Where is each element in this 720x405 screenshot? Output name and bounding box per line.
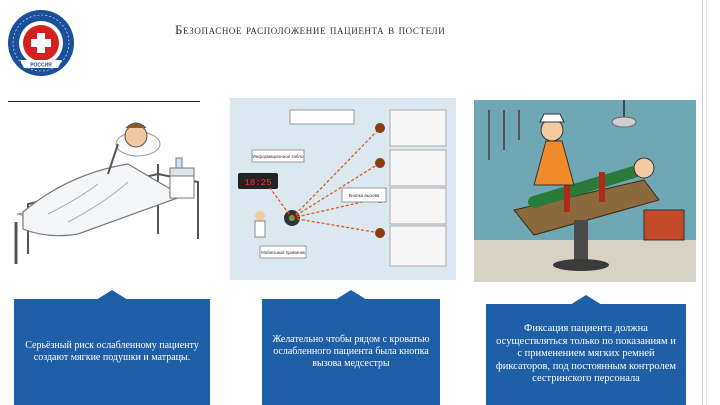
- label-info-board: Информационное табло: [253, 154, 304, 159]
- info-card-restraint: Фиксация пациента должна осуществляться …: [486, 304, 686, 405]
- card-notch: [335, 290, 367, 300]
- patient-in-bed-illustration: [8, 104, 208, 264]
- svg-text:РОССИЯ: РОССИЯ: [30, 63, 52, 69]
- card-notch: [570, 295, 602, 305]
- info-card-text: Желательно чтобы рядом с кроватью ослабл…: [272, 334, 430, 369]
- patient-restraint-cartoon: [474, 100, 696, 282]
- info-card-call-button: Желательно чтобы рядом с кроватью ослабл…: [262, 299, 440, 405]
- info-card-text: Фиксация пациента должна осуществляться …: [495, 323, 677, 385]
- divider: [8, 101, 200, 102]
- info-card-text: Серьёзный риск ослабленному пациенту соз…: [25, 340, 199, 363]
- clock-display-text: 18:25: [244, 178, 271, 188]
- association-logo: РОССИЯ: [6, 8, 76, 78]
- info-card-soft-pillows: Серьёзный риск ослабленному пациенту соз…: [14, 299, 210, 405]
- nurse-call-system-diagram: 18:25 Информацио: [230, 98, 456, 280]
- card-notch: [96, 290, 128, 300]
- page-title: Безопасное расположение пациента в посте…: [175, 22, 446, 37]
- frame-line: [702, 0, 703, 405]
- label-mobile-receiver: Мобильный приёмник: [261, 250, 305, 255]
- frame-line: [706, 0, 707, 405]
- label-call-button: Кнопка вызова: [349, 193, 380, 198]
